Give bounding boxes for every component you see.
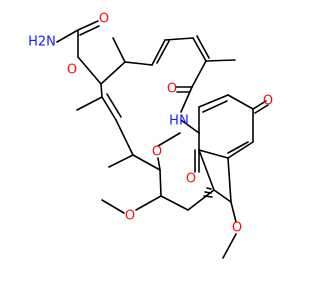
bond-c3-c2-double	[196, 35, 210, 59]
bond-c10-c9-double	[106, 93, 122, 118]
bond-c11-c10	[115, 119, 134, 156]
label-carbamate-amine: H2N	[28, 35, 56, 50]
bond-c-ome-right	[230, 201, 237, 223]
bond-c5-c4-double	[156, 40, 170, 64]
label-methoxy-o-upper: O	[152, 145, 162, 160]
bond-c6-methyl	[112, 37, 126, 63]
bond-c6-c5	[124, 61, 153, 66]
bond-c13-c12	[159, 169, 162, 197]
label-amide-carbonyl-o: O	[167, 82, 177, 97]
bond-c10-c9	[101, 96, 117, 121]
chemical-structure-figure: H2N O O O N H O O O O O	[28, 12, 273, 259]
label-amide-n: N	[179, 114, 189, 129]
bond-bridge-2	[198, 149, 215, 191]
bond-q5-double	[227, 141, 249, 154]
bond-n-aryl	[180, 119, 200, 134]
bond-c2-c1	[191, 60, 207, 88]
label-amide-h: H	[169, 114, 179, 129]
bond-c13-o	[135, 195, 162, 211]
label-carbamate-ester-o: O	[67, 63, 77, 78]
bond-q-co-top-double	[254, 104, 269, 114]
bond-c4-c3	[164, 37, 194, 41]
label-methoxy-o-left: O	[125, 209, 135, 224]
bond-c7-c6	[100, 61, 126, 85]
bond-carbamate-c-n	[56, 29, 79, 43]
bond-c9-c8	[100, 83, 103, 98]
bond-bridge-3	[213, 189, 232, 203]
bond-c12-c11	[132, 154, 161, 171]
bond-oester-c	[77, 56, 102, 85]
bond-q2	[198, 94, 229, 108]
bond-c12-o	[157, 157, 161, 171]
bond-ome-upper-me	[157, 132, 181, 147]
bond-c11-methyl	[108, 154, 134, 168]
bond-ome-right-me	[222, 233, 237, 259]
bond-q5	[227, 141, 254, 159]
bond-amide-c-n	[180, 86, 193, 113]
bond-q3	[227, 94, 254, 110]
bond-q6	[198, 149, 229, 159]
chemical-structure: H2N O O O N H O O O O O	[28, 12, 273, 259]
label-quinone-o-left: O	[186, 172, 196, 187]
bond-carbamate-c-o-double	[77, 20, 99, 31]
bond-c5-c4	[151, 39, 166, 66]
label-carbamate-carbonyl-o: O	[99, 12, 109, 27]
bond-c14-c13	[160, 195, 189, 211]
bond-bridge-1	[227, 157, 232, 203]
bond-c3-c2	[192, 37, 207, 62]
bond-c2-methyl	[205, 59, 236, 62]
bond-c15-c14	[187, 189, 215, 211]
bond-q2-double	[202, 100, 228, 113]
bond-o-me-left	[101, 199, 125, 214]
label-methoxy-o-right: O	[232, 221, 242, 236]
bond-carbamate-c-o-double-2	[79, 25, 100, 36]
bond-c9-methyl	[76, 96, 103, 111]
bond-q-co-top	[252, 100, 267, 110]
label-quinone-o-top: O	[263, 94, 273, 109]
